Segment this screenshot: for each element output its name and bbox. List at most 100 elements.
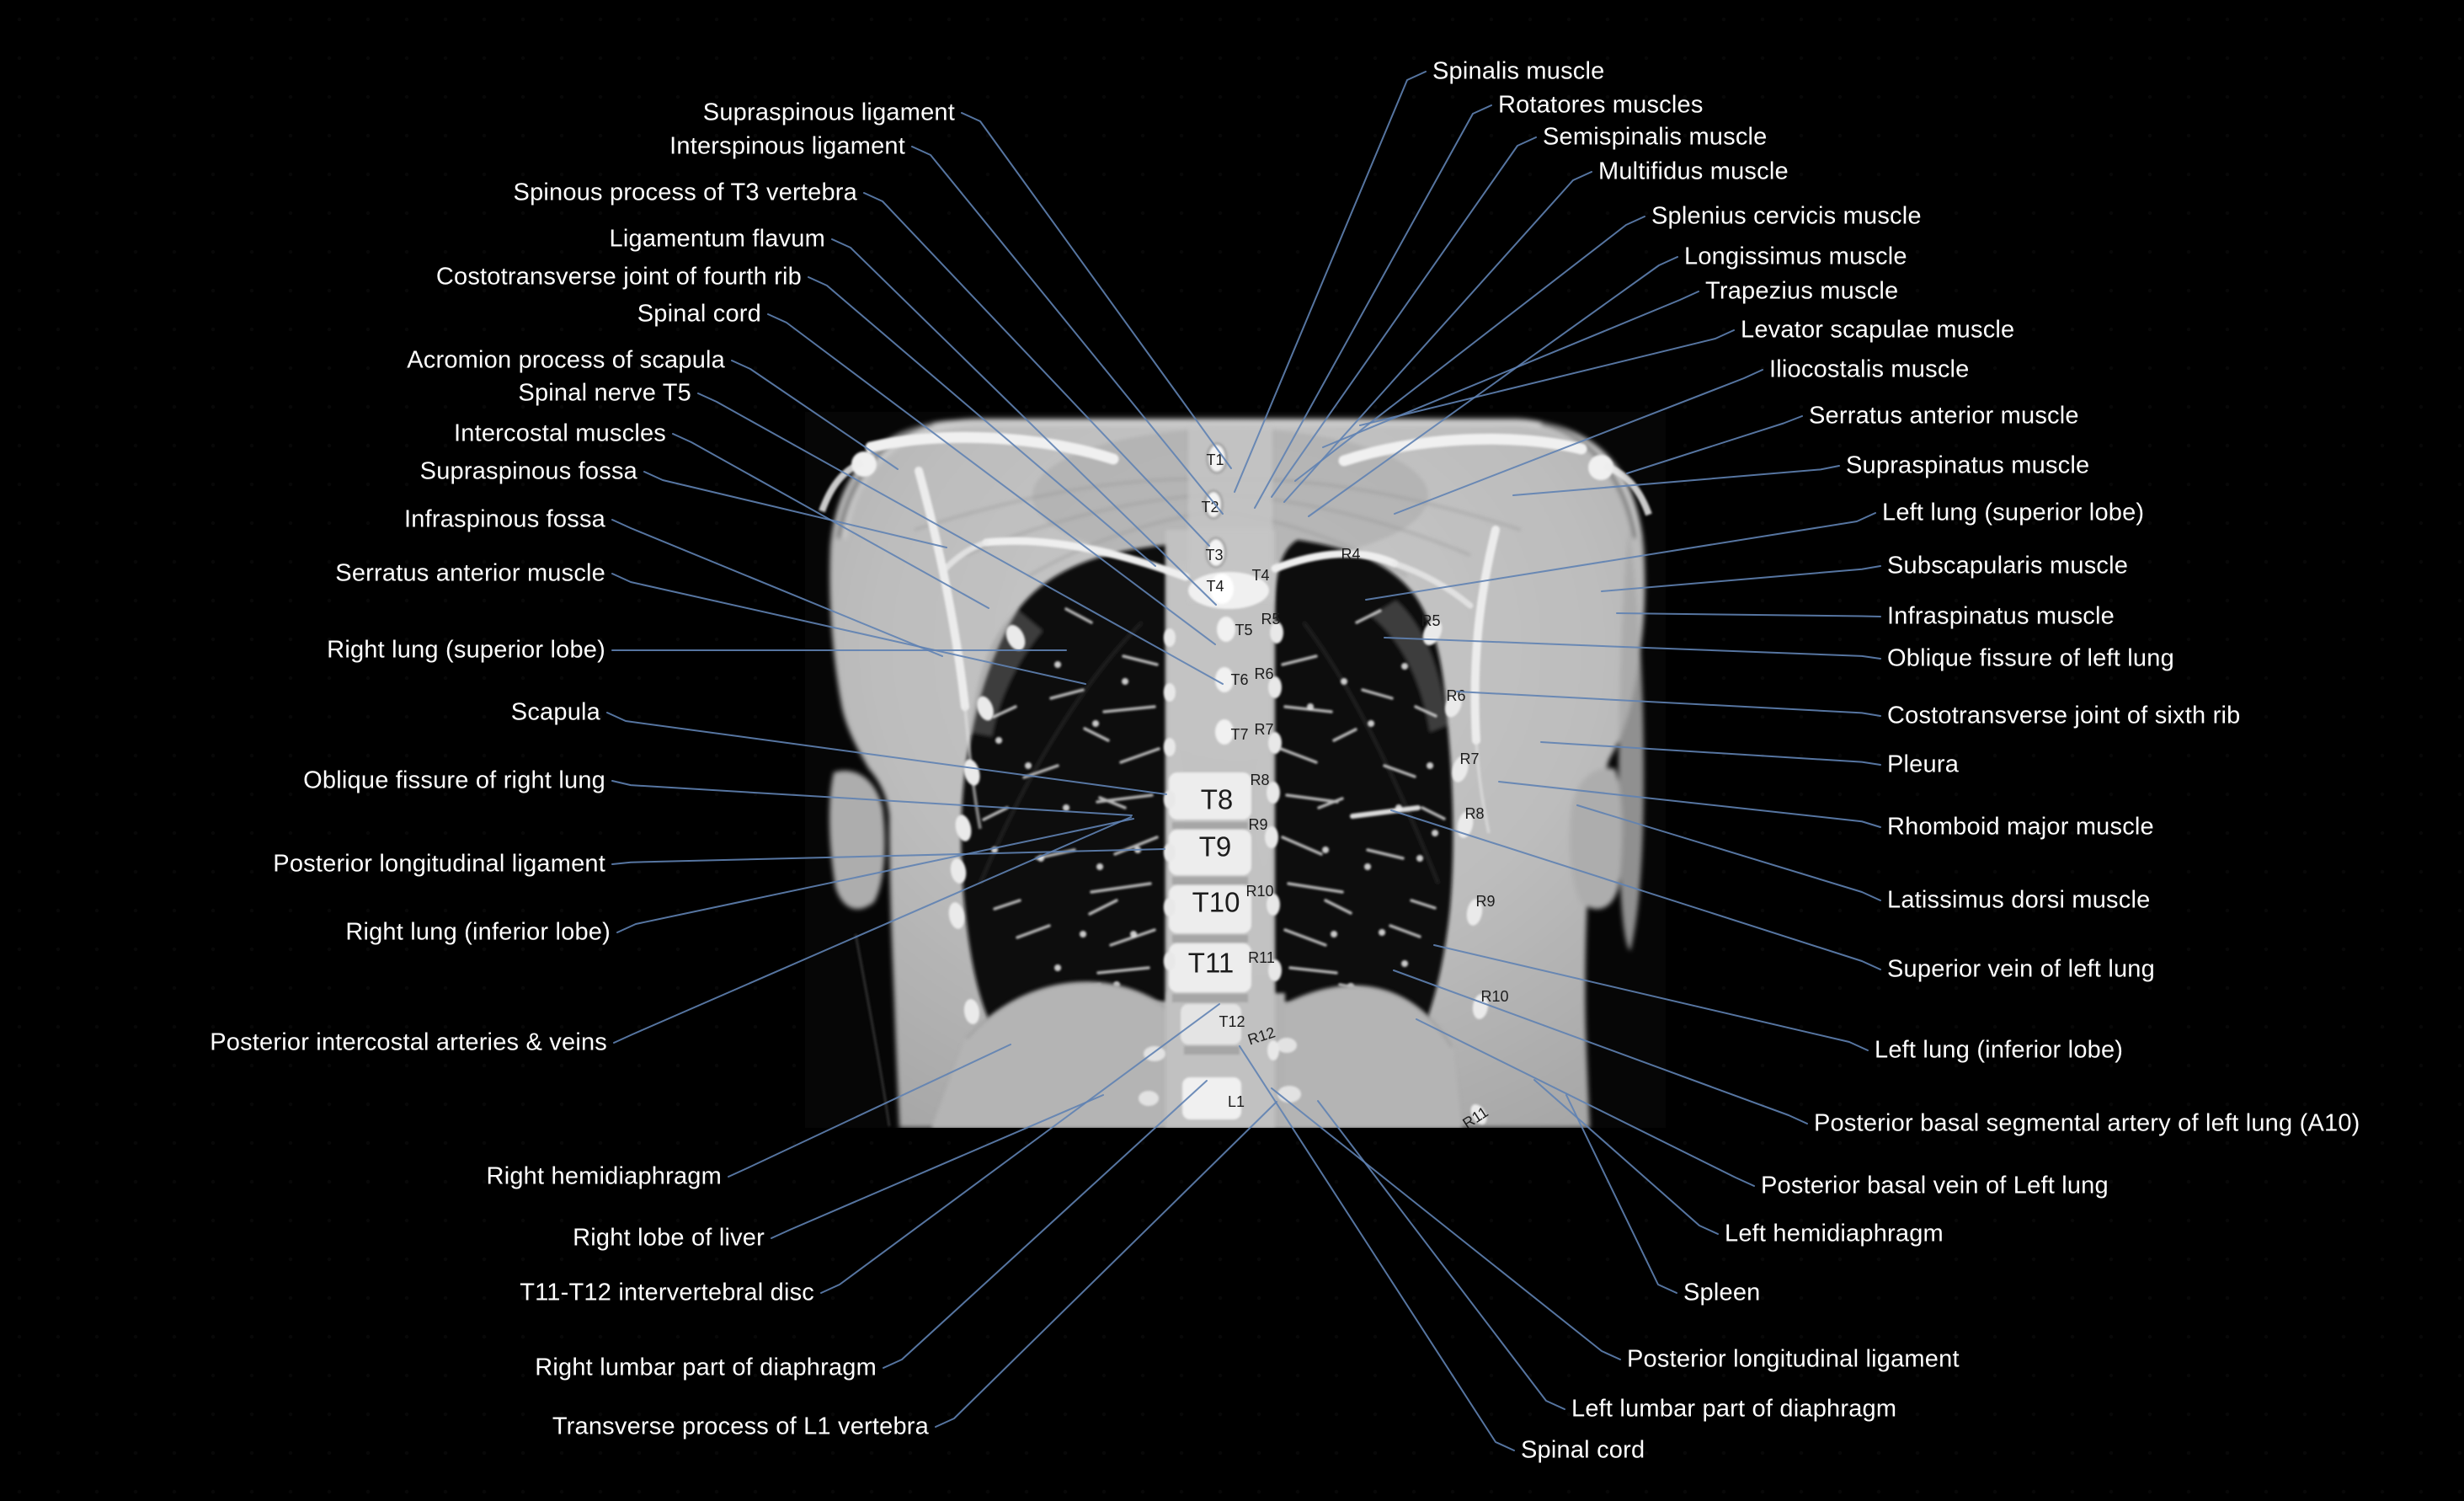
ct-label-t7-516: T7 [1230, 726, 1248, 743]
label-left-t11-t12-intervertebral-disc: T11-T12 intervertebral disc [520, 1279, 814, 1306]
leader-line-oblique-fissure-of-left-lung [1384, 637, 1881, 660]
label-left-ligamentum-flavum: Ligamentum flavum [609, 225, 825, 253]
leader-line-acromion-process-of-scapula [731, 360, 899, 470]
ct-label-r6-545: R6 [1254, 665, 1273, 682]
label-right-infraspinatus-muscle: Infraspinatus muscle [1887, 602, 2115, 630]
leader-line-latissimus-dorsi-muscle [1576, 804, 1881, 901]
leader-line-t11-t12-intervertebral-disc [820, 1003, 1220, 1294]
ct-label-t9-487: T9 [1199, 831, 1232, 863]
ct-scan-image: T1T2T3T4T4T5T6T7T8T9T10T11T12L1R4R5R5R6R… [805, 412, 1666, 1128]
label-right-latissimus-dorsi-muscle: Latissimus dorsi muscle [1887, 886, 2151, 914]
leader-line-semispinalis-muscle [1271, 136, 1537, 498]
label-right-longissimus-muscle: Longissimus muscle [1684, 243, 1907, 270]
ct-label-r5-743: R5 [1421, 612, 1440, 629]
leader-line-splenius-cervicis-muscle [1294, 216, 1645, 482]
leader-line-rotatores-muscles [1254, 104, 1492, 509]
leader-line-left-lung-inferior-lobe [1433, 944, 1869, 1051]
label-right-splenius-cervicis-muscle: Splenius cervicis muscle [1651, 202, 1922, 230]
label-right-supraspinatus-muscle: Supraspinatus muscle [1846, 451, 2090, 479]
ct-label-t5-521: T5 [1235, 622, 1252, 638]
ct-label-r9-538: R9 [1248, 816, 1267, 833]
leader-line-posterior-longitudinal-ligament [611, 848, 1165, 865]
label-right-spinal-cord: Spinal cord [1521, 1436, 1645, 1464]
label-left-supraspinous-fossa: Supraspinous fossa [419, 457, 637, 485]
label-right-rotatores-muscles: Rotatores muscles [1498, 91, 1704, 119]
leader-line-infraspinatus-muscle [1616, 612, 1881, 617]
leader-line-supraspinous-fossa [643, 471, 947, 548]
label-left-right-hemidiaphragm: Right hemidiaphragm [486, 1162, 722, 1190]
leader-line-supraspinatus-muscle [1512, 465, 1840, 496]
label-left-posterior-longitudinal-ligament: Posterior longitudinal ligament [273, 850, 605, 878]
ct-label-t12-507: T12 [1219, 1013, 1245, 1030]
leader-line-posterior-intercostal-arteries-veins [613, 816, 1132, 1044]
label-left-scapula: Scapula [510, 698, 600, 726]
label-right-posterior-longitudinal-ligament: Posterior longitudinal ligament [1627, 1345, 1960, 1373]
ct-label-t11-482: T11 [1188, 948, 1234, 979]
leader-line-right-lumbar-part-of-diaphragm [883, 1080, 1208, 1369]
ct-label-t1-487: T1 [1206, 451, 1224, 468]
label-right-multifidus-muscle: Multifidus muscle [1598, 158, 1789, 185]
leader-line-posterior-basal-vein-of-left-lung [1416, 1018, 1755, 1187]
ct-label-r5-553: R5 [1261, 611, 1280, 628]
leader-line-trapezius-muscle [1322, 291, 1699, 448]
label-right-posterior-basal-vein-of-left-lung: Posterior basal vein of Left lung [1761, 1172, 2109, 1199]
label-left-costotransverse-joint-of-fourth-rib: Costotransverse joint of fourth rib [435, 263, 802, 291]
label-left-spinal-cord: Spinal cord [637, 300, 761, 328]
label-left-right-lung-superior-lobe: Right lung (superior lobe) [327, 636, 605, 664]
leader-line-costotransverse-joint-of-fourth-rib [808, 276, 1156, 567]
leader-line-rhomboid-major-muscle [1498, 781, 1881, 828]
label-left-interspinous-ligament: Interspinous ligament [669, 132, 905, 160]
label-right-left-lung-superior-lobe: Left lung (superior lobe) [1882, 499, 2145, 526]
leader-line-supraspinous-ligament [961, 112, 1232, 469]
ct-label-r7-789: R7 [1459, 750, 1479, 767]
leader-line-right-lung-inferior-lobe [616, 818, 1134, 933]
leader-line-oblique-fissure-of-right-lung [611, 780, 1133, 816]
label-right-oblique-fissure-of-left-lung: Oblique fissure of left lung [1887, 644, 2174, 672]
leader-line-intercostal-muscles [672, 433, 989, 609]
ct-label-r4-648: R4 [1341, 546, 1360, 563]
label-left-oblique-fissure-of-right-lung: Oblique fissure of right lung [303, 767, 605, 794]
leader-line-spinal-cord [767, 313, 1216, 645]
label-right-spleen: Spleen [1683, 1279, 1761, 1306]
label-right-left-lumbar-part-of-diaphragm: Left lumbar part of diaphragm [1571, 1395, 1897, 1423]
label-left-infraspinous-fossa: Infraspinous fossa [404, 505, 605, 533]
label-left-right-lumbar-part-of-diaphragm: Right lumbar part of diaphragm [535, 1354, 877, 1381]
label-left-acromion-process-of-scapula: Acromion process of scapula [407, 346, 725, 374]
ct-label-r11-542: R11 [1248, 949, 1275, 966]
ct-label-r8-540: R8 [1250, 772, 1269, 788]
label-right-levator-scapulae-muscle: Levator scapulae muscle [1741, 316, 2015, 344]
ct-label-t6-516: T6 [1230, 671, 1248, 688]
leader-line-interspinous-ligament [911, 146, 1224, 515]
label-right-left-hemidiaphragm: Left hemidiaphragm [1725, 1220, 1944, 1247]
label-right-pleura: Pleura [1887, 750, 1960, 778]
leader-line-spinal-nerve-t5 [697, 393, 1224, 685]
label-right-costotransverse-joint-of-sixth-rib: Costotransverse joint of sixth rib [1887, 702, 2241, 729]
label-right-superior-vein-of-left-lung: Superior vein of left lung [1887, 955, 2155, 983]
leader-line-transverse-process-of-l1-vertebra [935, 1101, 1277, 1428]
label-left-spinous-process-of-t3-vertebra: Spinous process of T3 vertebra [513, 179, 857, 206]
ct-label-r9-808: R9 [1475, 893, 1495, 910]
leader-line-left-lung-superior-lobe [1365, 512, 1876, 601]
label-right-posterior-basal-segmental-artery-of-left-lung-a10: Posterior basal segmental artery of left… [1814, 1109, 2360, 1137]
leader-line-right-hemidiaphragm [728, 1044, 1011, 1178]
ct-label-t10-488: T10 [1192, 887, 1240, 918]
leader-line-pleura [1540, 741, 1881, 766]
leader-line-right-lobe-of-liver [771, 1094, 1104, 1239]
ct-label-r10-819: R10 [1480, 988, 1508, 1005]
leader-line-posterior-basal-segmental-artery-of-left-lung-a10 [1393, 970, 1808, 1124]
left-lung-field [1272, 540, 1453, 1034]
leader-line-infraspinous-fossa [611, 519, 943, 657]
ct-label-l1-512: L1 [1228, 1093, 1245, 1110]
label-right-trapezius-muscle: Trapezius muscle [1705, 277, 1899, 305]
label-right-subscapularis-muscle: Subscapularis muscle [1887, 552, 2129, 580]
leader-line-levator-scapulae-muscle [1359, 329, 1735, 426]
label-left-transverse-process-of-l1-vertebra: Transverse process of L1 vertebra [552, 1413, 929, 1440]
ct-label-r7-545: R7 [1254, 721, 1273, 738]
label-right-spinalis-muscle: Spinalis muscle [1432, 57, 1605, 85]
spine-and-ribs [819, 425, 1652, 1128]
label-left-spinal-nerve-t5: Spinal nerve T5 [518, 379, 691, 407]
ct-label-r10-540: R10 [1245, 883, 1273, 900]
